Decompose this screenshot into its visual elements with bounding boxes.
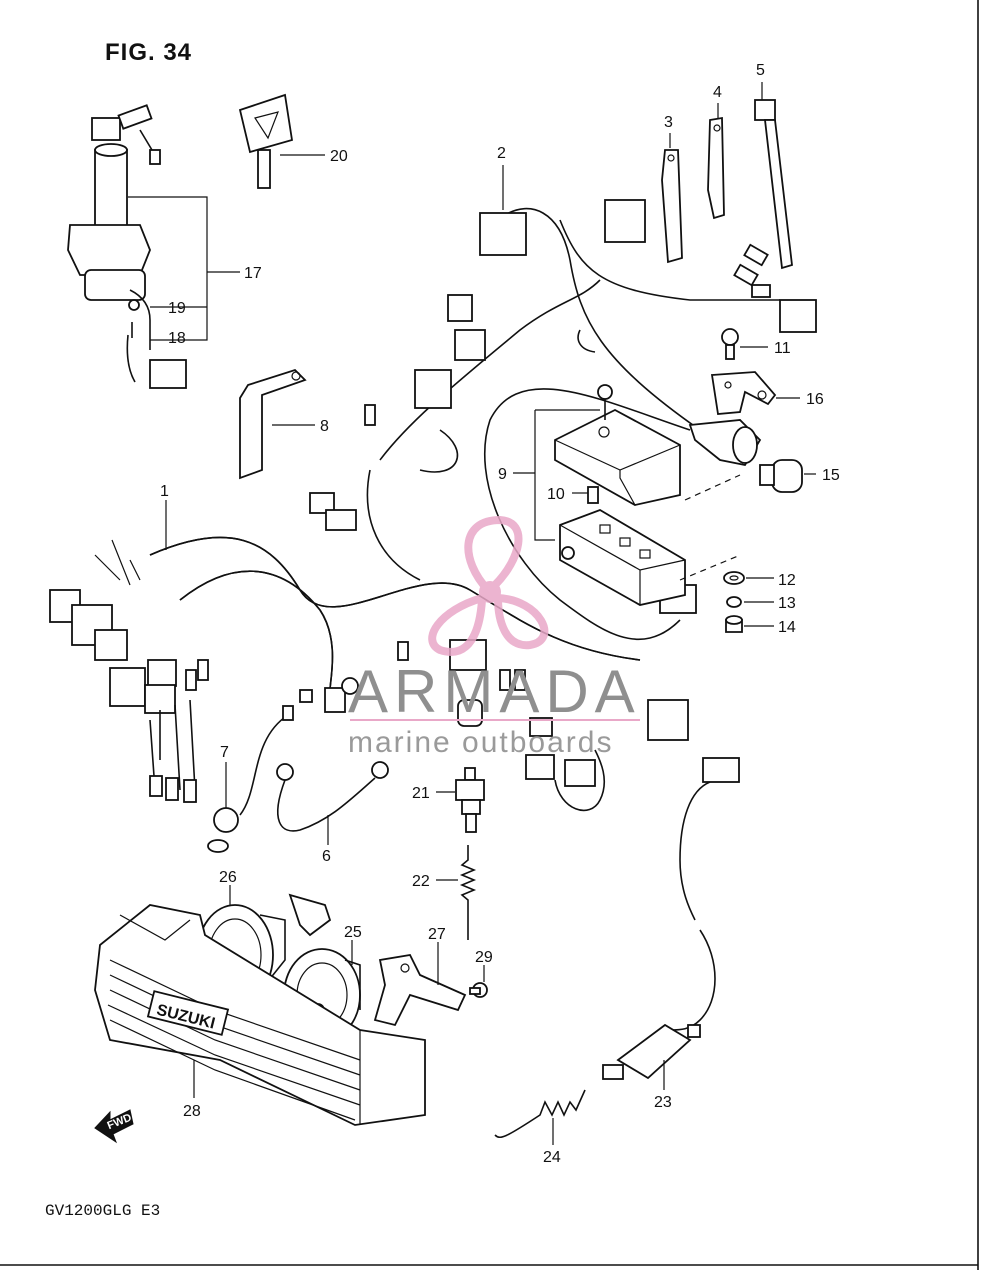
relay-2 (479, 212, 527, 256)
clamp-4 (707, 116, 725, 220)
lead-wire-7 (207, 705, 294, 853)
bracket-16 (710, 371, 777, 415)
spring-24 (494, 1089, 586, 1139)
forward-arrow-icon: FWD (94, 1109, 134, 1144)
callout-29: 29 (475, 949, 493, 966)
callout-12: 12 (778, 572, 796, 589)
washer-13 (726, 596, 742, 608)
callout-19: 19 (168, 300, 186, 317)
callout-23: 23 (654, 1094, 672, 1111)
callout-25: 25 (344, 924, 362, 941)
nut-14 (725, 615, 743, 633)
figure-title: FIG. 34 (105, 39, 192, 66)
horn-cover-28: SUZUKI (94, 904, 426, 1126)
callout-15: 15 (822, 467, 840, 484)
callout-5: 5 (756, 62, 765, 79)
callout-21: 21 (412, 785, 430, 802)
callout-26: 26 (219, 869, 237, 886)
fuse-box (559, 509, 686, 606)
clamp-3 (661, 149, 683, 264)
callout-10: 10 (547, 486, 565, 503)
callout-13: 13 (778, 595, 796, 612)
washer-12 (723, 571, 745, 585)
callout-28: 28 (183, 1103, 201, 1120)
callout-9: 9 (498, 466, 507, 483)
bolt-29 (469, 982, 488, 998)
callout-20: 20 (330, 148, 348, 165)
callout-24: 24 (543, 1149, 561, 1166)
main-wiring-harness (49, 199, 817, 812)
callout-17: 17 (244, 265, 262, 282)
callout-14: 14 (778, 619, 796, 636)
watermark-brand: ARMADA (348, 658, 641, 725)
fuse-box-screw (597, 384, 613, 420)
fuse-10 (587, 486, 599, 504)
model-code: GV1200GLG E3 (45, 1202, 160, 1220)
callout-16: 16 (806, 391, 824, 408)
watermark-tagline: marine outboards (348, 726, 613, 759)
fuse-box-cover (554, 408, 681, 506)
callout-6: 6 (322, 848, 331, 865)
callout-18: 18 (168, 330, 186, 347)
ignition-switch (67, 104, 187, 389)
sensor-23 (602, 757, 740, 1080)
bolt-11 (721, 328, 739, 360)
socket-15 (688, 419, 803, 493)
callout-2: 2 (497, 145, 506, 162)
ground-lead-6 (276, 761, 389, 832)
callout-1: 1 (160, 483, 169, 500)
callout-11: 11 (774, 340, 791, 357)
horn-bracket-27 (373, 954, 467, 1027)
band-5 (754, 99, 793, 270)
spring-22 (459, 845, 477, 940)
callout-22: 22 (412, 873, 430, 890)
callout-27: 27 (428, 926, 446, 943)
watermark-logo-icon (428, 515, 549, 656)
callout-7: 7 (220, 744, 229, 761)
ignition-key (238, 93, 294, 189)
bracket-8 (239, 368, 307, 480)
callout-3: 3 (664, 114, 673, 131)
callout-8: 8 (320, 418, 329, 435)
callout-4: 4 (713, 84, 722, 101)
